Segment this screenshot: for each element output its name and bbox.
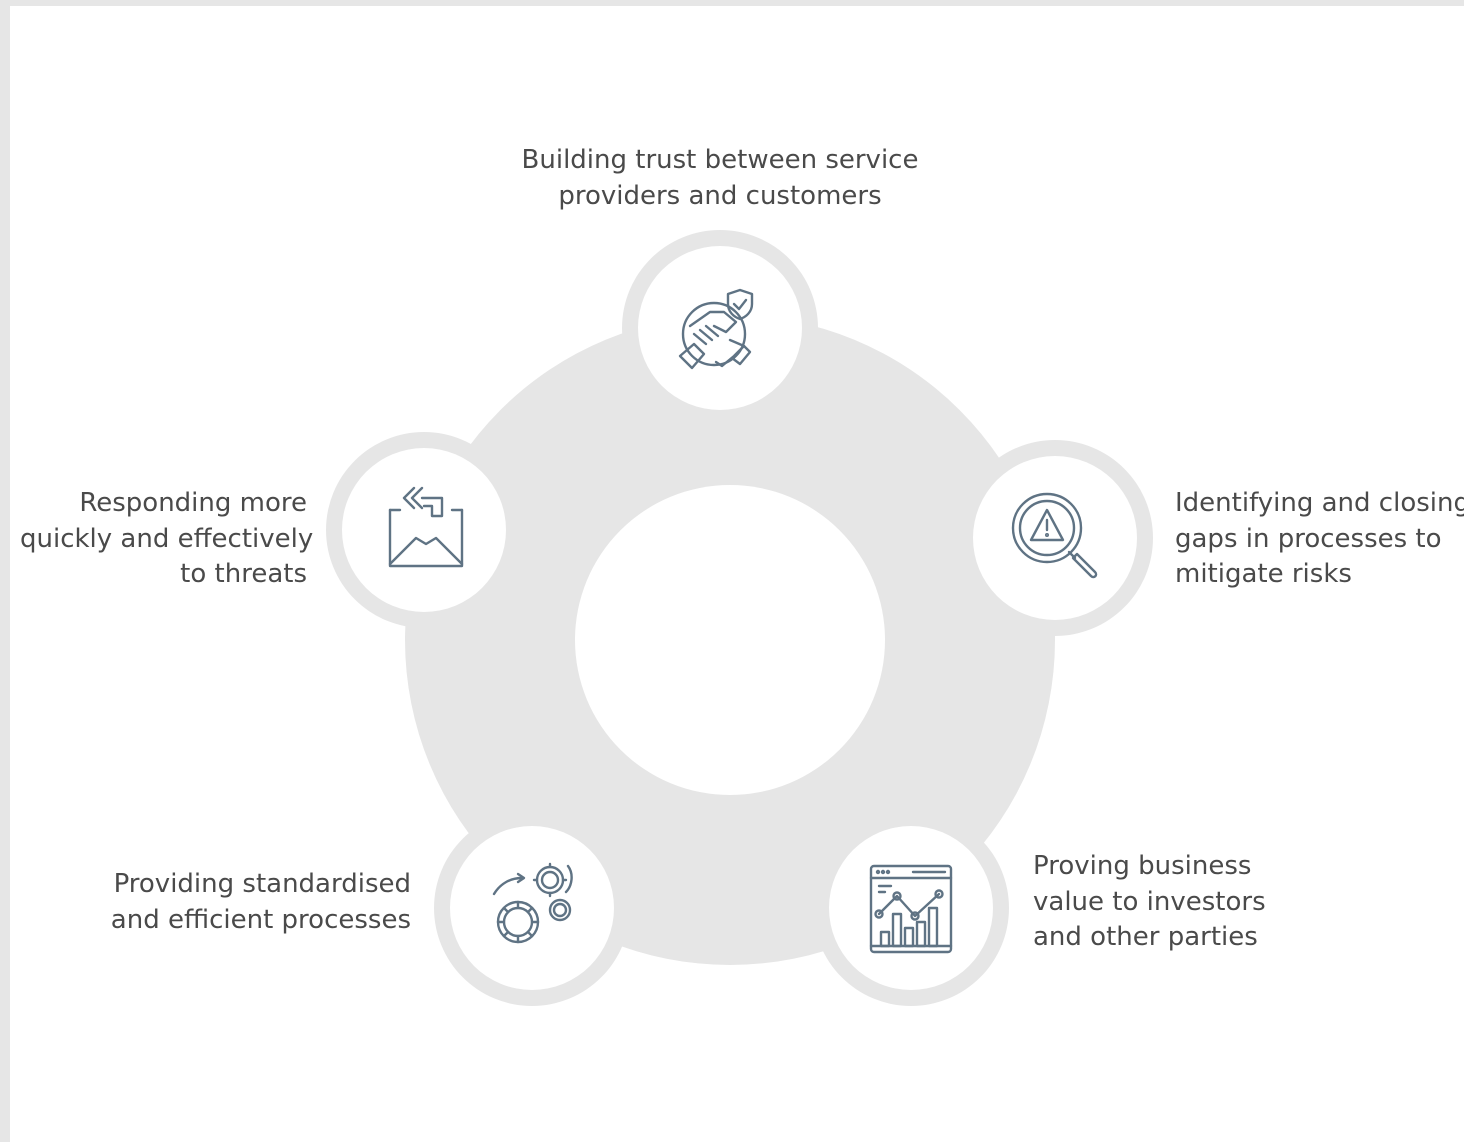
label-processes-line-1: Providing standardised — [113, 869, 411, 899]
handshake-shield-icon — [678, 288, 754, 370]
label-value-line-2: value to investors — [1033, 886, 1266, 917]
label-value-line-1: Proving business — [1033, 851, 1252, 881]
label-trust-line-1: Building trust between service — [521, 145, 919, 175]
gears-icon — [492, 862, 573, 944]
label-value: Proving business value to investors and … — [1033, 849, 1266, 956]
node-trust — [622, 230, 818, 426]
label-threats-line-3: to threats — [180, 559, 307, 589]
analytics-chart-icon — [869, 864, 953, 954]
label-processes: Providing standardised and efficient pro… — [60, 867, 411, 938]
label-trust-line-2: providers and customers — [558, 180, 882, 211]
cycle-center — [575, 485, 885, 795]
label-threats-line-1: Responding more — [79, 488, 307, 518]
label-gaps: Identifying and closing gaps in processe… — [1175, 486, 1464, 593]
label-value-line-3: and other parties — [1033, 922, 1258, 952]
label-threats: Responding more quickly and effectively … — [20, 486, 314, 593]
node-gaps — [957, 440, 1153, 636]
mail-response-icon — [388, 486, 464, 568]
label-trust: Building trust between service providers… — [520, 143, 920, 214]
node-processes — [434, 810, 630, 1006]
node-threats — [326, 432, 522, 628]
label-processes-line-2: and efficient processes — [110, 904, 411, 935]
label-gaps-line-2: gaps in processes to — [1175, 523, 1442, 554]
magnifier-warning-icon — [1011, 492, 1098, 579]
label-gaps-line-3: mitigate risks — [1175, 559, 1352, 589]
node-value — [813, 810, 1009, 1006]
label-threats-line-2: quickly and effectively — [20, 523, 314, 554]
label-gaps-line-1: Identifying and closing — [1175, 488, 1464, 518]
